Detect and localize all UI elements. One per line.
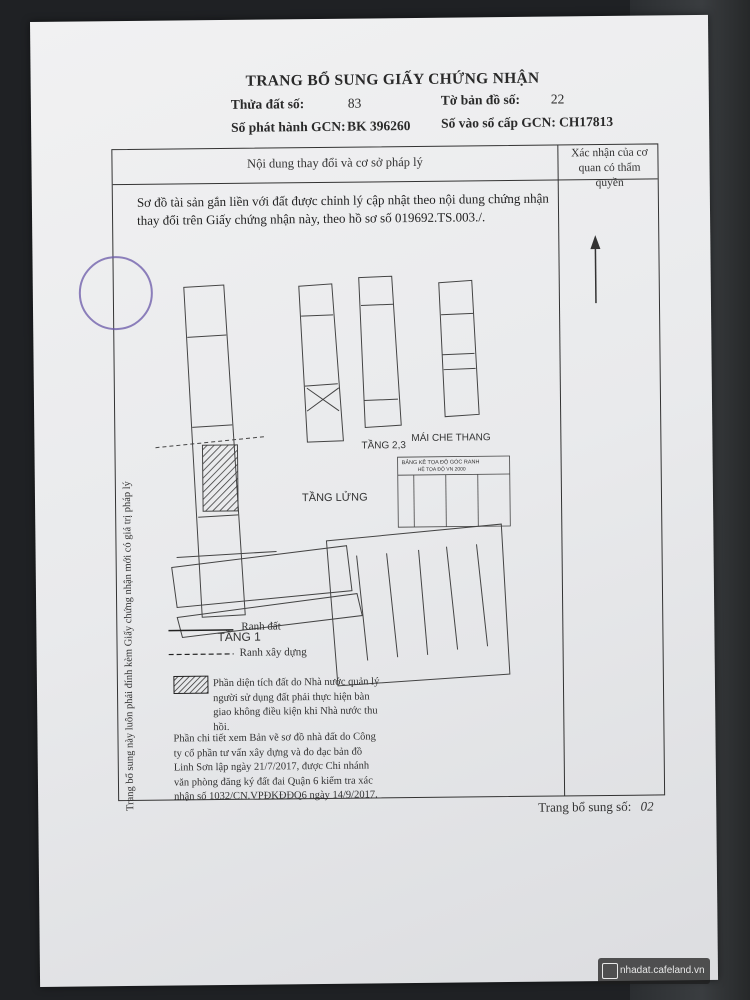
parcel-number-label: Thửa đất số:: [230, 96, 305, 112]
hatch-area-note: Phần diện tích đất do Nhà nước quản lý n…: [212, 676, 380, 733]
legend-building-boundary: Ranh xây dựng: [239, 646, 307, 659]
column-divider: [557, 145, 566, 796]
page-title: TRANG BỔ SUNG GIẤY CHỨNG NHẬN: [245, 69, 540, 90]
column-header-approval: Xác nhận của cơ quan có thẩm quyền: [571, 146, 648, 190]
floor-plan-drawing: BẢNG KÊ TỌA ĐỘ GÓC RANH HỆ TỌA ĐỘ VN 200…: [155, 275, 511, 687]
label-upper-floors: TẦNG 2,3: [361, 438, 406, 451]
map-sheet-value: 22: [550, 91, 565, 107]
issue-number-value: BK 396260: [347, 118, 411, 134]
document-page: TRANG BỔ SUNG GIẤY CHỨNG NHẬN Thửa đất s…: [30, 14, 719, 987]
ground-floor-plan: [155, 284, 363, 638]
watermark-text: nhadat.cafeland.vn: [620, 965, 705, 976]
official-stamp: [78, 255, 154, 331]
change-description: Sơ đồ tài sản gắn liền với đất được chỉn…: [136, 190, 549, 228]
detail-reference-note: Phần chi tiết xem Bản vẽ sơ đồ nhà đất d…: [173, 731, 378, 803]
supplement-page-value: 02: [640, 798, 654, 814]
register-number-value: CH17813: [558, 113, 614, 130]
label-mezzanine: TẦNG LỬNG: [302, 490, 368, 504]
content-table: Nội dung thay đổi và cơ sở pháp lý Xác n…: [111, 143, 666, 802]
column-header-changes: Nội dung thay đổi và cơ sở pháp lý: [247, 154, 423, 171]
label-stair-roof: MÁI CHE THANG: [411, 430, 491, 444]
supplement-page-label: Trang bổ sung số:: [538, 798, 632, 815]
legend-lines-icon: [168, 629, 234, 656]
parcel-number-value: 83: [347, 95, 362, 111]
site-overview-plan: [325, 523, 511, 687]
mezzanine-floor-plan: [298, 283, 344, 443]
north-arrow-icon: [590, 235, 601, 304]
coordinate-table-title: BẢNG KÊ TỌA ĐỘ GÓC RANH: [402, 457, 480, 466]
home-icon: [602, 963, 618, 979]
legend-land-boundary: Ranh đất: [241, 620, 281, 633]
coordinate-table-subtitle: HỆ TỌA ĐỘ VN 2000: [418, 464, 466, 473]
upper-floors-plan: [358, 275, 402, 429]
hatch-swatch-icon: [173, 675, 209, 695]
register-number-label: Số vào sổ cấp GCN:: [441, 114, 556, 131]
watermark-badge: nhadat.cafeland.vn: [598, 958, 710, 984]
label-ground-floor: TẦNG 1: [217, 629, 261, 644]
coordinate-table: [397, 455, 511, 528]
issue-number-label: Số phát hành GCN:: [231, 118, 346, 135]
supplement-page-number: Trang bổ sung số: 02: [538, 799, 653, 816]
stair-roof-plan: [438, 279, 480, 418]
map-sheet-label: Tờ bản đồ số:: [440, 91, 521, 108]
